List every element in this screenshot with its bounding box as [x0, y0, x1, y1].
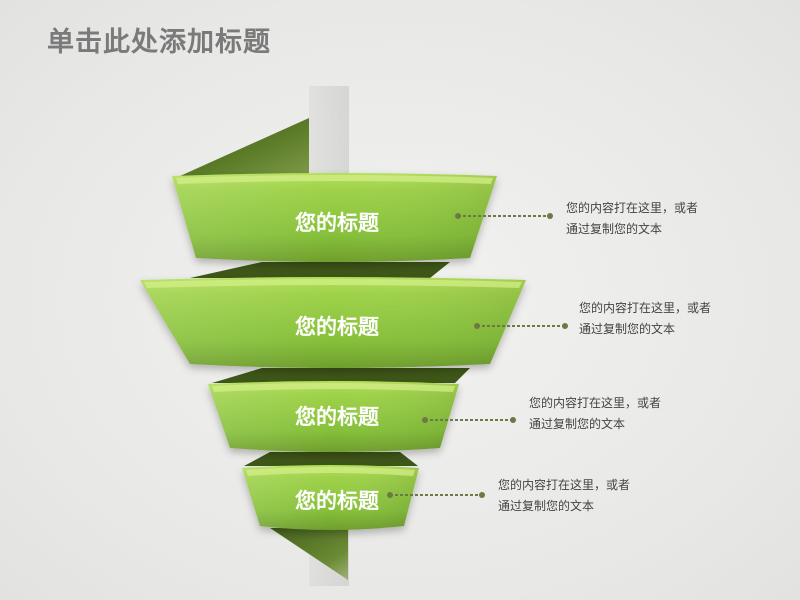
band-4-title[interactable]: 您的标题: [295, 489, 380, 513]
funnel-band-3[interactable]: [208, 381, 459, 452]
top-fold: [180, 118, 309, 176]
fold-2-3: [212, 368, 470, 383]
band-3-title[interactable]: 您的标题: [295, 405, 380, 429]
description-4[interactable]: 您的内容打在这里，或者 通过复制您的文本: [498, 475, 630, 517]
funnel-band-4[interactable]: [242, 465, 419, 530]
description-3-line-1: 您的内容打在这里，或者: [529, 396, 662, 410]
description-1[interactable]: 您的内容打在这里，或者 通过复制您的文本: [566, 198, 698, 240]
fold-1-2: [190, 262, 450, 278]
bottom-fold: [270, 528, 348, 580]
description-2-line-2: 通过复制您的文本: [579, 322, 676, 336]
band-1-title[interactable]: 您的标题: [295, 211, 380, 235]
funnel-band-2[interactable]: [140, 277, 526, 368]
band-2-title[interactable]: 您的标题: [295, 315, 380, 339]
description-4-line-1: 您的内容打在这里，或者: [498, 478, 631, 492]
description-1-line-1: 您的内容打在这里，或者: [566, 201, 699, 215]
connector-2: [474, 323, 568, 329]
page-title[interactable]: 单击此处添加标题: [47, 27, 271, 58]
description-4-line-2: 通过复制您的文本: [498, 499, 595, 513]
connector-4: [387, 492, 485, 498]
description-2[interactable]: 您的内容打在这里，或者 通过复制您的文本: [579, 298, 711, 340]
funnel-band-1[interactable]: [172, 173, 497, 262]
connector-1: [455, 213, 553, 219]
fold-3-4: [244, 452, 418, 466]
description-3-line-2: 通过复制您的文本: [529, 417, 626, 431]
connector-3: [422, 417, 516, 423]
description-1-line-2: 通过复制您的文本: [566, 222, 663, 236]
description-2-line-1: 您的内容打在这里，或者: [579, 301, 712, 315]
description-3[interactable]: 您的内容打在这里，或者 通过复制您的文本: [529, 393, 661, 435]
